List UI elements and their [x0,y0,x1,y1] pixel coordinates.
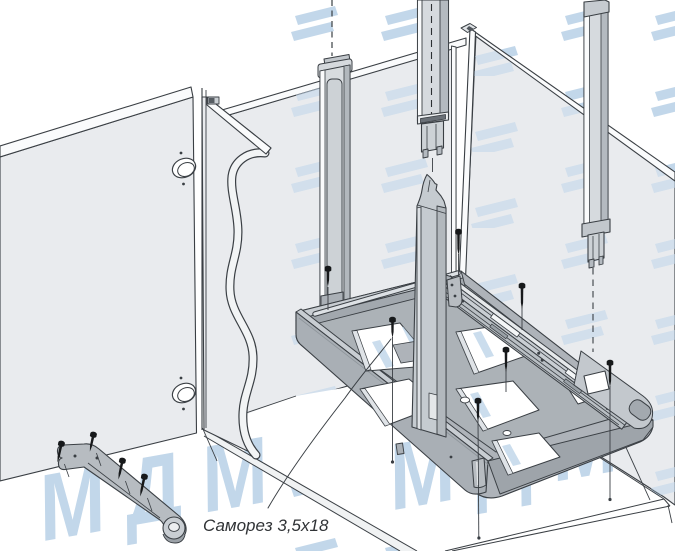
svg-text:Саморез 3,5x18: Саморез 3,5x18 [203,516,329,535]
